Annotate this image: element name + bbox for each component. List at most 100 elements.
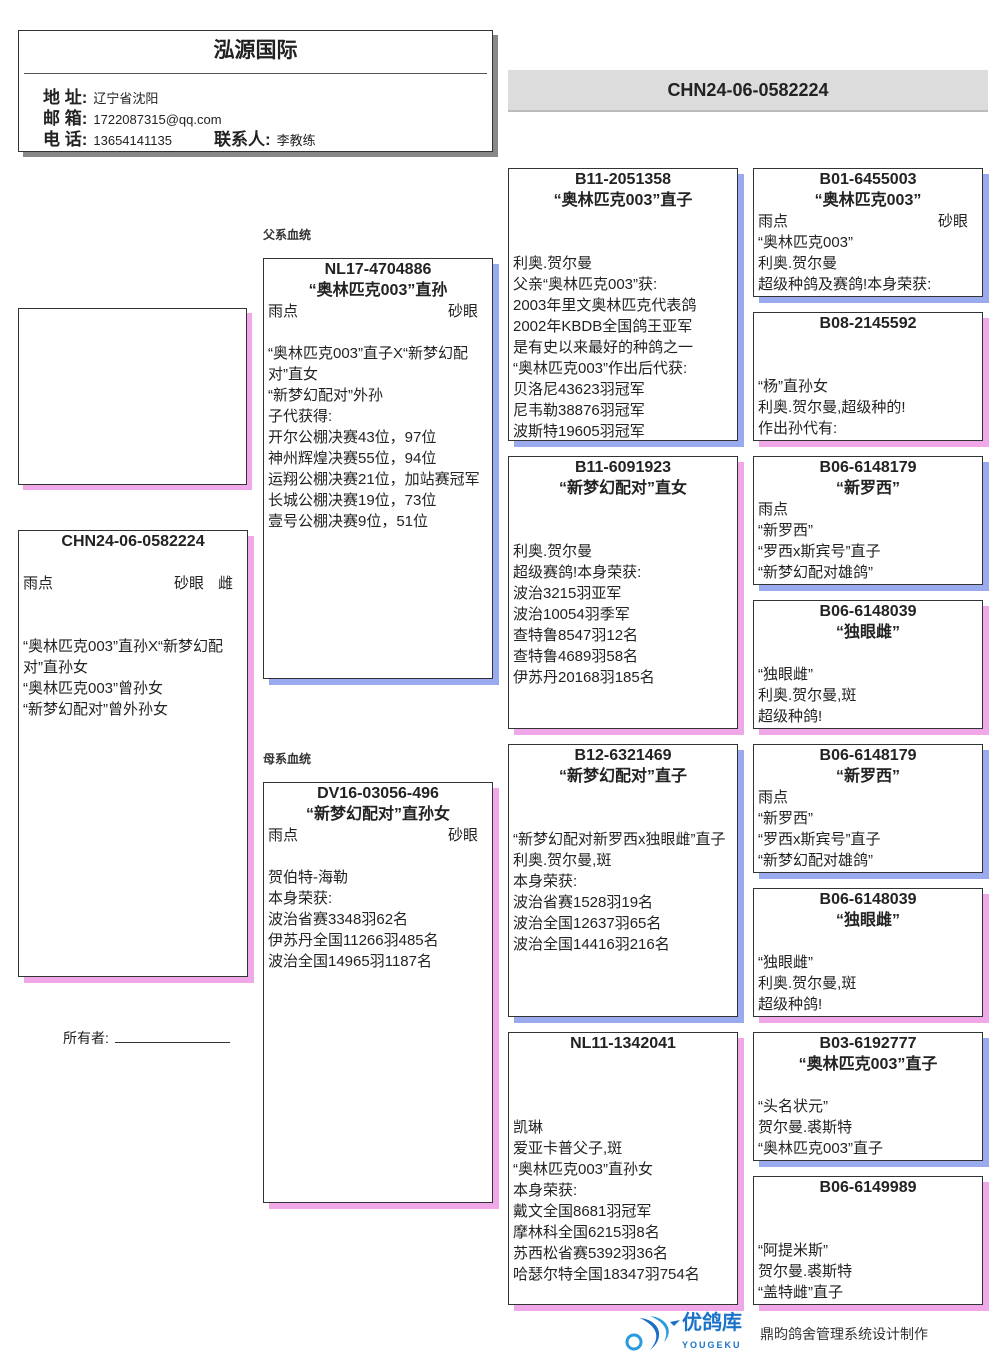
info-line: 利奥.贺尔曼 (513, 543, 593, 560)
info-line: 利奥.贺尔曼,超级种的! (758, 399, 906, 416)
ring-number: NL11-1342041 (570, 1035, 676, 1052)
email-label: 邮 箱: (43, 109, 88, 128)
color-eye-row: 雨点砂眼雌 (23, 573, 243, 594)
info-line: 超级种鸽及赛鸽!本身荣获: (758, 276, 932, 293)
pigeon-card-dss: B06-6148179“新罗西”雨点“新罗西”“罗西x斯宾号”直子“新梦幻配对雄… (753, 744, 983, 873)
info-line: 波斯特19605羽冠军 (513, 423, 645, 440)
info-line: 利奥.贺尔曼 (513, 255, 593, 272)
color-eye-row: 雨点 砂眼 (268, 301, 488, 322)
info-line: “阿提米斯” (758, 1242, 828, 1259)
info-line: 本身荣获: (268, 890, 333, 907)
eye-sex-group: 砂眼 (938, 211, 968, 232)
info-line: 苏西松省赛5392羽36名 (513, 1245, 669, 1262)
plumage-color: 雨点 (758, 501, 789, 518)
eye-sex-group: 砂眼 (448, 301, 478, 322)
plumage-color: 雨点 (268, 827, 299, 844)
pigeon-card-sire-sire: B11-2051358“奥林匹克003”直子利奥.贺尔曼父亲“奥林匹克003”获… (508, 168, 738, 441)
spacer (23, 594, 243, 615)
spacer (513, 1096, 733, 1117)
empty-row (758, 1075, 978, 1096)
empty-row (513, 1075, 733, 1096)
pigeon-card-dam-sire: B12-6321469“新梦幻配对”直子“新梦幻配对新罗西x独眼雌”直子利奥.贺… (508, 744, 738, 1017)
info-line: 尼韦勒38876羽冠军 (513, 402, 645, 419)
ring-number: B06-6148179 (819, 747, 917, 764)
info-line: “新罗西” (758, 810, 813, 827)
info-line: 波治全国14965羽1187名 (268, 953, 432, 970)
dam-line-label: 母系血统 (263, 752, 312, 766)
info-line: 神州辉煌决赛55位，94位 (268, 450, 437, 467)
pigeon-card-sire-dam: B11-6091923“新梦幻配对”直女利奥.贺尔曼超级赛鸽!本身荣获:波治32… (508, 456, 738, 729)
pigeon-card-dam: DV16-03056-496“新梦幻配对”直孙女雨点砂眼贺伯特-海勒本身荣获:波… (263, 782, 493, 1203)
brand-en: YOUGEKU (682, 1340, 742, 1350)
color-eye-row: 雨点 砂眼 (758, 211, 978, 232)
loft-header: 泓源国际 地 址:辽宁省沈阳 邮 箱:1722087315@qq.com 电 话… (18, 30, 493, 152)
eye-type: 砂眼 (447, 303, 478, 320)
ring-number-banner: CHN24-06-0582224 (508, 70, 988, 112)
eye-type: 砂眼 (173, 575, 204, 592)
info-line: “独眼雌” (758, 666, 813, 683)
info-line: 波治全国14416羽216名 (513, 936, 670, 953)
email-row: 邮 箱:1722087315@qq.com (43, 104, 222, 129)
plumage-color: 雨点 (758, 789, 789, 806)
spacer (513, 520, 733, 541)
contact-label: 联系人: (213, 130, 271, 149)
info-line: “新梦幻配对”外孙 (268, 387, 383, 404)
info-line: 利奥.贺尔曼,斑 (513, 852, 612, 869)
spacer (23, 615, 243, 636)
info-line: 哈瑟尔特全国18347羽754名 (513, 1266, 700, 1283)
contact-value: 李教练 (276, 133, 316, 148)
info-line: 查特鲁8547羽12名 (513, 627, 639, 644)
pigeon-name: “奥林匹克003”直子 (553, 192, 693, 209)
info-line: “独眼雌” (758, 954, 813, 971)
empty-row (758, 355, 978, 376)
pigeon-card-sds: B06-6148179“新罗西”雨点“新罗西”“罗西x斯宾号”直子“新梦幻配对雄… (753, 456, 983, 585)
info-line: 凯琳 (513, 1119, 544, 1136)
info-line: “新梦幻配对新罗西x独眼雌”直子 (513, 831, 726, 848)
empty-row (758, 931, 978, 952)
pigeon-name (758, 1198, 978, 1219)
pigeon-photo-placeholder (18, 308, 247, 485)
empty-row (513, 499, 733, 520)
empty-row (758, 643, 978, 664)
info-line: “头名状元” (758, 1098, 828, 1115)
address-row: 地 址: 辽宁省沈阳 (43, 83, 158, 108)
plumage-color: 雨点 (268, 303, 299, 320)
owner-blank-line (114, 1028, 230, 1043)
info-line: “新罗西” (758, 522, 813, 539)
info-line: “奥林匹克003”曾孙女 (23, 680, 164, 697)
eye-sex-group: 砂眼 (448, 825, 478, 846)
header-divider (24, 73, 487, 74)
info-line: “奥林匹克003” (758, 234, 854, 251)
pigeon-name: “奥林匹克003”直子 (798, 1056, 938, 1073)
ring-number: B01-6455003 (819, 171, 917, 188)
info-line: “新梦幻配对”曾外孙女 (23, 701, 168, 718)
ring-number: B12-6321469 (574, 747, 672, 764)
info-line: 利奥.贺尔曼,斑 (758, 975, 857, 992)
address-label: 地 址: (43, 88, 88, 107)
info-line: 2003年里文奥林匹克代表鸽 (513, 297, 697, 314)
yougeku-logo-icon (625, 1316, 680, 1351)
info-line: 壹号公棚决赛9位，51位 (268, 513, 429, 530)
sire-line-label: 父系血统 (263, 228, 312, 242)
info-line: “奥林匹克003”直子 (758, 1140, 884, 1157)
info-line: 查特鲁4689羽58名 (513, 648, 639, 665)
info-line: 伊苏丹全国11266羽485名 (268, 932, 439, 949)
info-line: 作出孙代有: (758, 420, 838, 437)
plumage-color: 雨点 (758, 213, 789, 230)
brand-cn: 优鸽库 (682, 1312, 742, 1334)
eye-sex-group: 砂眼雌 (174, 573, 233, 594)
address-value: 辽宁省沈阳 (93, 91, 159, 106)
info-line: 开尔公棚决赛43位，97位 (268, 429, 437, 446)
info-line: 超级赛鸽!本身荣获: (513, 564, 642, 581)
pigeon-card-sdd: B06-6148039“独眼雌”“独眼雌”利奥.贺尔曼,斑超级种鸽! (753, 600, 983, 729)
info-line: 波治省赛3348羽62名 (268, 911, 409, 928)
ring-number: B06-6148179 (819, 459, 917, 476)
info-line: 子代获得: (268, 408, 333, 425)
ring-number: CHN24-06-0582224 (61, 533, 205, 550)
ring-number: B08-2145592 (819, 315, 917, 332)
pigeon-name (758, 334, 978, 355)
